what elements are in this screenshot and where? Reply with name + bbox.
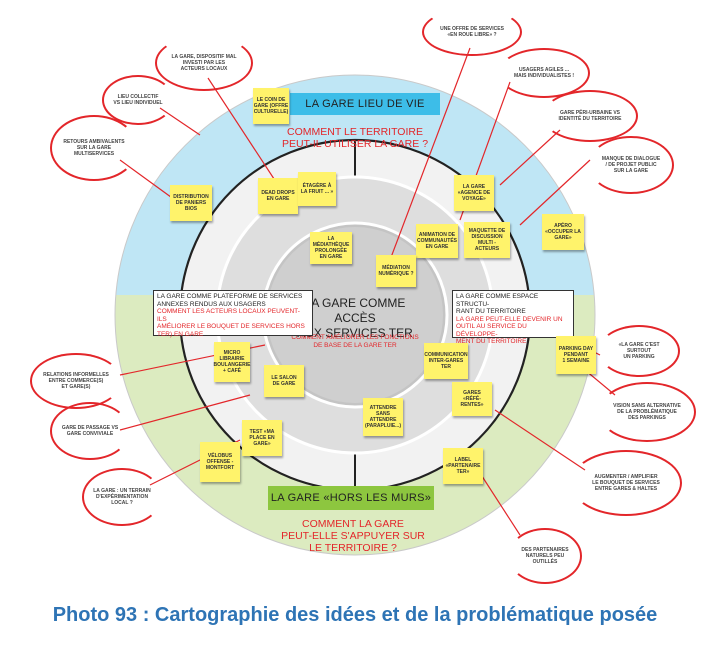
sticky-note: LE COIN DE GARE (OFFRE CULTURELLE) [253,88,289,124]
sticky-note: MAQUETTE DE DISCUSSION MULTI - ACTEURS [464,222,510,258]
right-box-heading: LA GARE COMME ESPACE STRUCTU- RANT DU TE… [456,293,539,315]
sticky-note: LA MÉDIATHÈQUE PROLONGÉE EN GARE [310,232,352,264]
sticky-note: LABEL «PARTENAIRE TER» [443,448,483,484]
connector-4 [389,47,471,261]
figure-caption: Photo 93 : Cartographie des idées et de … [52,604,658,626]
sticky-note: LA GARE «AGENCE DE VOYAGE» [454,175,494,211]
callout: LIEU COLLECTIF VS LIEU INDIVIDUEL [102,75,174,125]
callout: GARE PÉRI-URBAINE VS IDENTITÉ DU TERRITO… [542,90,638,142]
sticky-note: VÉLOBUS OFFENSE - MONTFORT [200,442,240,482]
top-question: COMMENT LE TERRITOIRE PEUT-IL UTILISER L… [281,126,429,150]
connector-1 [207,77,279,186]
sticky-note: DEAD DROPS EN GARE [258,178,298,214]
sticky-note: PARKING DAY PENDANT 1 SEMAINE [556,336,596,374]
connector-13 [494,409,586,471]
callout: UNE OFFRE DE SERVICES «EN ROUE LIBRE» ? [422,8,522,56]
callout: USAGERS AGILES ... MAIS INDIVIDUALISTES … [498,48,590,98]
sticky-note: ÉTAGÈRE À LA FRUIT ... » [298,172,336,206]
left-box: LA GARE COMME PLATEFORME DE SERVICES ANN… [153,290,313,338]
sticky-note: ANIMATION DE COMMUNAUTÉS EN GARE [416,224,458,258]
callout: LA GARE, DISPOSITIF MAL INVESTI PAR LES … [155,35,253,91]
sticky-note: LE SALON DE GARE [264,365,304,397]
right-box: LA GARE COMME ESPACE STRUCTU- RANT DU TE… [452,290,574,345]
callout: MANQUE DE DIALOGUE / DE PROJET PUBLIC SU… [588,136,674,194]
sticky-note: COMMUNICATION INTER-GARES TER [424,343,468,379]
sticky-note: ATTENDRE SANS ATTENDRE (PARAPLUIE...) [363,398,403,436]
sticky-note: GARES «RÉFÉ- RENTES» [452,382,492,416]
left-box-question: COMMENT LES ACTEURS LOCAUX PEUVENT-ILS A… [157,308,305,338]
connector-7 [519,159,591,226]
callout: DES PARTENAIRES NATURELS PEU OUTILLÉS [508,528,582,584]
connector-14 [477,469,521,536]
sticky-note: MÉDIATION NUMÉRIQUE ? [376,255,416,287]
sticky-note: DISTRIBUTION DE PANIERS BIOS [170,185,212,221]
top-banner-label: LA GARE LIEU DE VIE [305,98,425,110]
right-box-question: LA GARE PEUT-ELLE DEVENIR UN OUTIL AU SE… [456,315,563,346]
bottom-question: COMMENT LA GARE PEUT-ELLE S'APPUYER SUR … [281,518,425,554]
bottom-banner: LA GARE «HORS LES MURS» [268,486,434,510]
callout: RETOURS AMBIVALENTS SUR LA GARE MULTISER… [50,115,138,181]
callout: AUGMENTER / AMPLIFIER LE BOUQUET DE SERV… [570,450,682,516]
sticky-note: APÉRO «OCCUPER LA GARE» [542,214,584,250]
connector-6 [499,129,561,186]
sticky-note: MICRO LIBRAIRIE BOULANGERIE + CAFÉ [214,342,250,382]
callout: LA GARE : UN TERRAIN D'EXPÉRIMENTATION L… [82,468,162,526]
callout: «LA GARE C'EST SURTOUT UN PARKING [598,325,680,377]
top-banner: LA GARE LIEU DE VIE [290,93,440,115]
callout: GARE DE PASSAGE VS GARE CONVIVIALE [50,402,130,460]
left-box-heading: LA GARE COMME PLATEFORME DE SERVICES ANN… [157,293,303,308]
center-subtitle: COMMENT AMÉLIORER LES FONCTIONS DE BASE … [291,334,419,349]
connector-9 [119,394,251,431]
callout: RELATIONS INFORMELLES ENTRE COMMERCE(S) … [30,353,122,409]
outer-ring-edge [114,74,596,556]
sticky-note: TEST «MA PLACE EN GARE» [242,420,282,456]
bottom-banner-label: LA GARE «HORS LES MURS» [270,492,432,504]
callout: VISION SANS ALTERNATIVE DE LA PROBLÉMATI… [598,382,696,442]
